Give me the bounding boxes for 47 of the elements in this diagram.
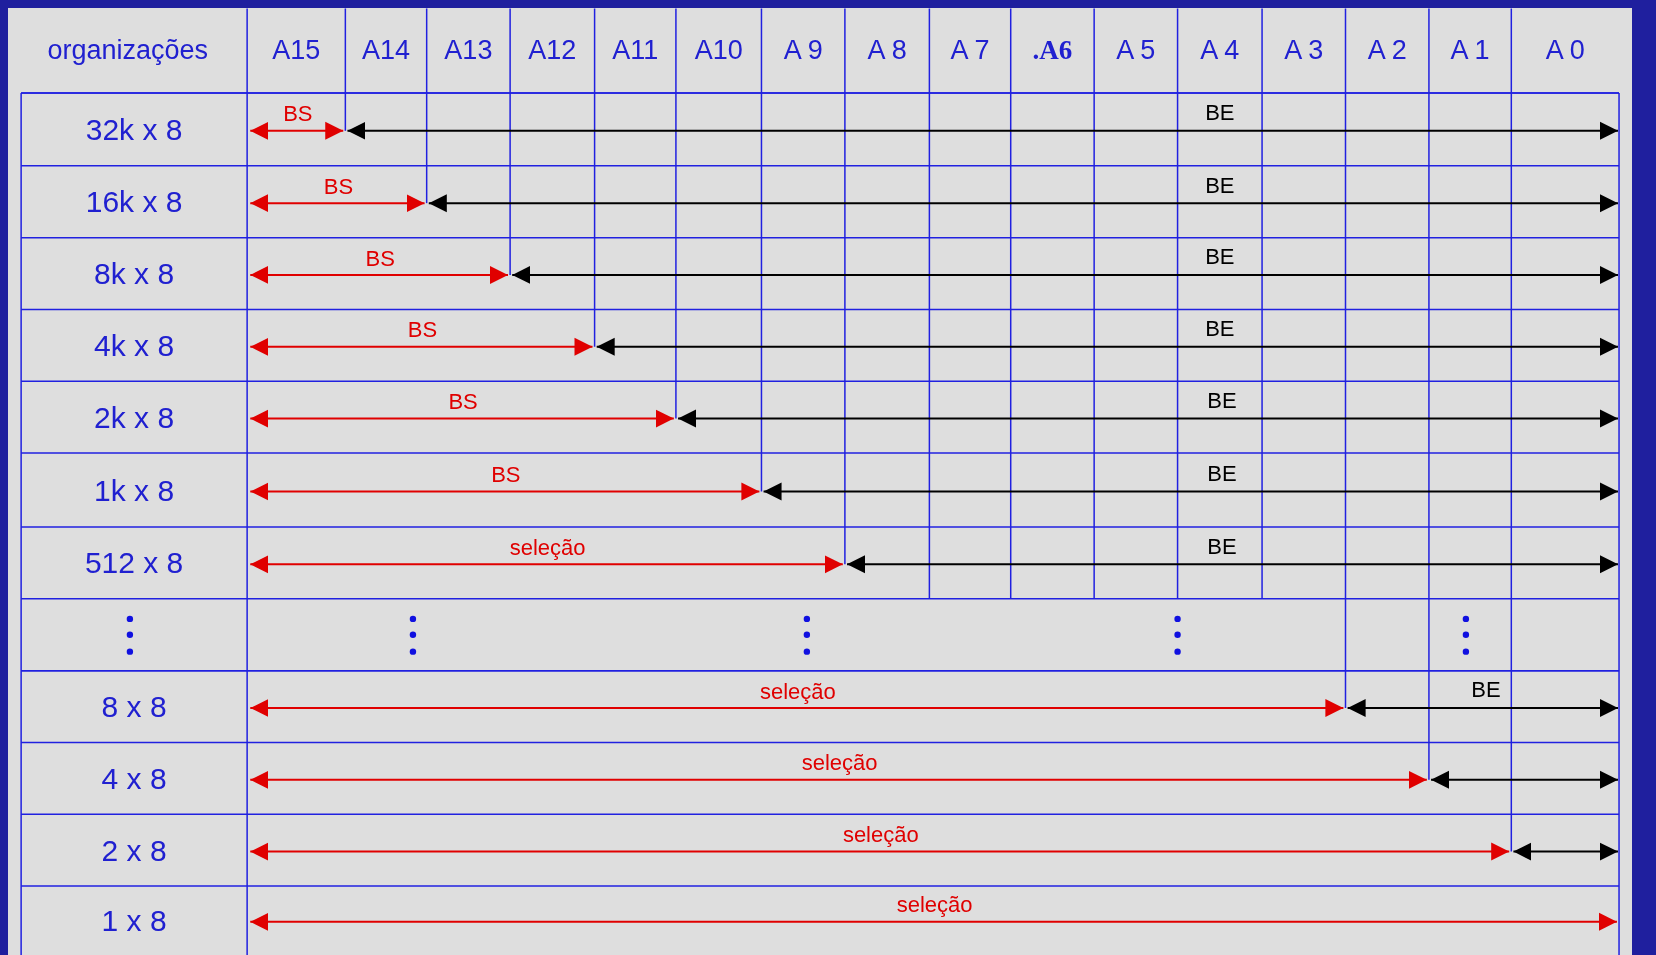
column-header: .A6	[1032, 34, 1073, 68]
column-header: A 2	[1367, 34, 1407, 68]
row-label: 16k x 8	[85, 184, 183, 221]
range-label: seleção	[509, 536, 586, 559]
column-header: A 0	[1545, 34, 1585, 68]
range-label: seleção	[896, 894, 973, 917]
range-label: seleção	[801, 752, 878, 775]
column-header: A 5	[1116, 34, 1156, 68]
column-header: A13	[444, 34, 493, 68]
range-label: BS	[448, 391, 478, 414]
row-label: 2k x 8	[94, 399, 175, 436]
range-label: BS	[283, 103, 313, 126]
column-header: A 9	[783, 34, 823, 68]
range-label: seleção	[759, 680, 836, 703]
column-header: A10	[694, 34, 743, 68]
range-label: BS	[365, 247, 395, 270]
column-header: A 7	[950, 34, 990, 68]
row-label: 1 x 8	[101, 902, 167, 939]
range-label: BS	[491, 464, 521, 487]
column-header: A11	[612, 34, 659, 68]
row-label: 1k x 8	[94, 472, 175, 509]
row-label: 512 x 8	[84, 545, 184, 582]
range-label: BS	[323, 175, 354, 198]
range-label: BE	[1207, 390, 1237, 413]
range-label: BE	[1207, 463, 1237, 485]
row-label: 4k x 8	[94, 327, 175, 364]
column-header: A15	[272, 34, 321, 68]
range-label: BE	[1205, 174, 1235, 197]
range-label: BS	[407, 319, 438, 342]
range-label: BE	[1205, 246, 1235, 269]
row-label: 8 x 8	[101, 689, 167, 726]
column-header: A 4	[1200, 34, 1240, 68]
row-label: 32k x 8	[85, 111, 183, 148]
row-label: 4 x 8	[101, 760, 167, 797]
range-label: BE	[1471, 679, 1501, 702]
range-label: BE	[1205, 102, 1235, 125]
range-label: seleção	[842, 824, 919, 847]
column-header: A12	[528, 34, 577, 68]
column-header: organizações	[47, 34, 209, 68]
column-header: A 8	[867, 34, 907, 68]
column-header: A 3	[1284, 34, 1324, 68]
range-label: BE	[1205, 318, 1235, 341]
row-label: 8k x 8	[94, 256, 175, 293]
column-header: A14	[361, 34, 410, 68]
range-label: BE	[1207, 535, 1237, 558]
column-header: A 1	[1450, 34, 1490, 68]
row-label: 2 x 8	[101, 832, 167, 869]
